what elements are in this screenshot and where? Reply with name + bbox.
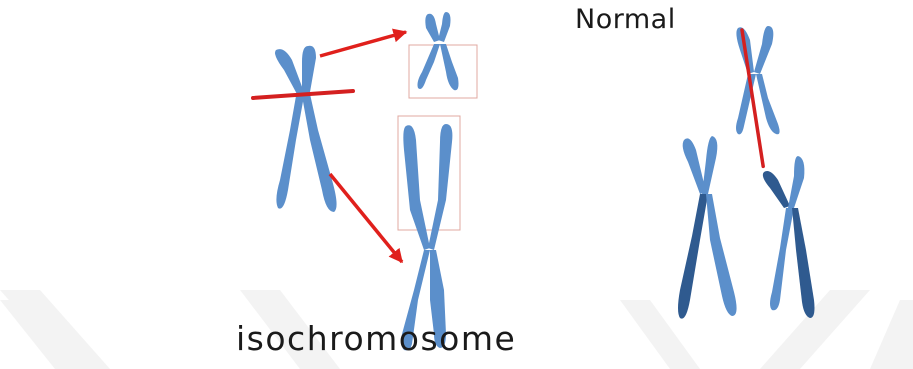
normal-chromosome-right [763,156,815,318]
arrow-to-short-arm-icon [320,32,406,56]
normal-label: Normal [575,6,676,33]
normal-chromosome-left [678,136,737,319]
isochromosome-label: isochromosome [236,322,516,355]
original-chromosome [275,46,337,212]
short-arm-isochromosome [418,12,459,90]
arrow-to-long-arm-icon [330,174,402,262]
long-arm-isochromosome [401,124,452,350]
